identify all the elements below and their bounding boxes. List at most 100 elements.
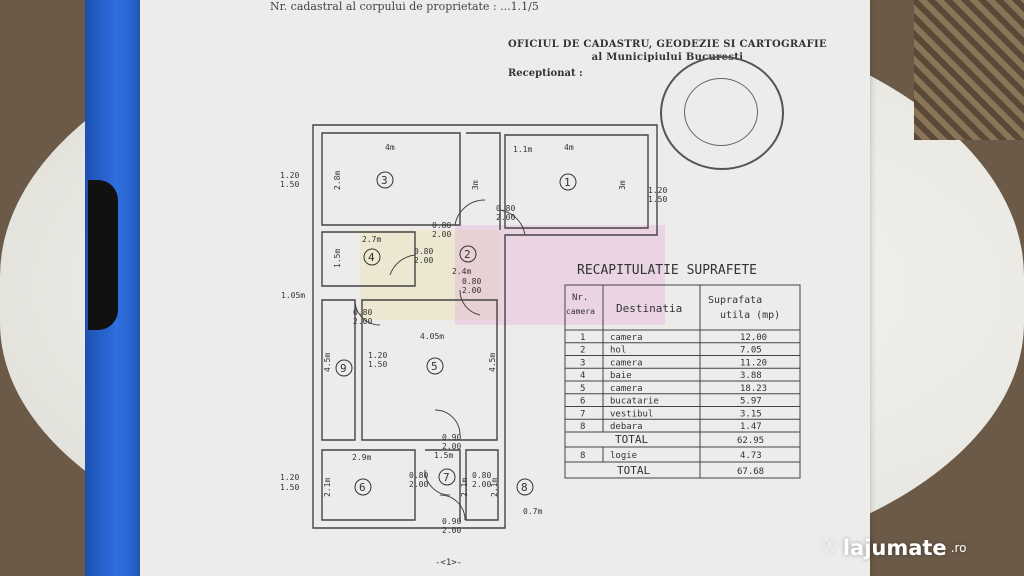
svg-text:0.80: 0.80 (432, 221, 451, 230)
door-arc (354, 299, 381, 326)
dim-r4-width: 2.7m (362, 235, 381, 244)
window-r9: 1.201.50 (368, 351, 387, 369)
door-r3: 0.802.00 (432, 221, 451, 239)
svg-text:2.00: 2.00 (462, 286, 481, 295)
svg-text:1.20: 1.20 (648, 186, 667, 195)
page-footer-mark: -<1>- (435, 558, 462, 568)
dim-r4-height: 1.5m (333, 249, 342, 268)
row-number: 3 (580, 358, 585, 368)
stamp-emblem (684, 78, 758, 146)
dim-r8-width: 0.7m (523, 507, 542, 516)
watermark-brand: lajumate (842, 536, 947, 560)
dim-r6-height: 2.1m (323, 478, 332, 497)
row-area: 12.00 (740, 333, 767, 343)
svg-text:0.80: 0.80 (414, 247, 433, 256)
doors (354, 199, 526, 521)
room-2-label: 2 (464, 248, 471, 261)
dim-r5-width: 4.05m (420, 332, 444, 341)
dim-r3-width: 4m (385, 143, 395, 152)
svg-text:1.20: 1.20 (280, 171, 299, 180)
row-area: 3.88 (740, 371, 762, 381)
room-4-label: 4 (368, 251, 375, 264)
row-destination: hol (610, 346, 626, 356)
window-left-top: 1.201.50 (280, 171, 299, 189)
svg-text:1.20: 1.20 (368, 351, 387, 360)
svg-text:1.50: 1.50 (280, 180, 299, 189)
summary-table: RECAPITULATIE SUPRAFETE Nr. camera Desti… (564, 263, 801, 479)
dim-hall-width: 1.1m (513, 145, 532, 154)
svg-text:2.00: 2.00 (432, 230, 451, 239)
row-area: 3.15 (740, 409, 762, 419)
overlay-logo-yellow (360, 230, 500, 320)
dim-hall-height: 3m (471, 180, 480, 190)
svg-text:0.80: 0.80 (409, 471, 428, 480)
row-number: 6 (580, 397, 585, 407)
total2-label: TOTAL (617, 464, 650, 477)
door-r8: 0.802.00 (472, 471, 491, 489)
watermark-tld: .ro (950, 541, 967, 555)
door-r6: 0.802.00 (409, 471, 428, 489)
svg-text:1.50: 1.50 (368, 360, 387, 369)
header-destination: Destinatia (616, 302, 682, 315)
room-5-label: 5 (431, 360, 438, 373)
office-line-2: al Municipiului Bucuresti (591, 52, 744, 63)
received-label: Receptionat : (508, 68, 583, 79)
door-arc (439, 494, 466, 521)
svg-text:2.00: 2.00 (442, 526, 461, 535)
official-stamp (660, 56, 784, 170)
door-r9: 0.802.00 (353, 308, 372, 326)
dim-r1-height: 3m (618, 180, 627, 190)
walls (312, 124, 658, 529)
row-number: 7 (580, 409, 585, 419)
header-area-unit: utila (mp) (720, 310, 780, 321)
svg-text:0.80: 0.80 (353, 308, 372, 317)
door-r1: 0.802.00 (496, 204, 515, 222)
cadastral-number-line: Nr. cadastral al corpului de proprietate… (270, 0, 539, 13)
lajumate-watermark: ♡ lajumate.ro (820, 536, 967, 560)
total2-value: 67.68 (737, 467, 764, 477)
office-heading: OFICIUL DE CADASTRU, GEODEZIE SI CARTOGR… (508, 38, 827, 64)
door-entrance: 0.902.00 (442, 517, 461, 535)
room-1-label: 1 (564, 176, 571, 189)
room-9-label: 9 (340, 362, 347, 375)
row-destination: debara (610, 422, 643, 432)
heart-icon: ♡ (820, 536, 839, 560)
door-arc (459, 289, 481, 316)
extra-row-area: 4.73 (740, 451, 762, 461)
svg-text:2.00: 2.00 (442, 442, 461, 451)
background-rug (914, 0, 1024, 140)
row-destination: bucatarie (610, 397, 659, 407)
room-3-label: 3 (381, 174, 388, 187)
row-area: 1.47 (740, 422, 762, 432)
dim-r7-height: 2.1m (460, 478, 469, 497)
header-area: Suprafata (708, 295, 762, 306)
dim-r9-height: 4.5m (323, 353, 332, 372)
header-camera: camera (566, 307, 595, 316)
door-r5: 0.802.00 (462, 277, 481, 295)
row-destination: baie (610, 371, 632, 381)
svg-text:2.00: 2.00 (414, 256, 433, 265)
total1-value: 62.95 (737, 436, 764, 446)
dim-r2-width: 2.4m (452, 267, 471, 276)
dim-r1-width: 4m (564, 143, 574, 152)
dim-r3-height: 2.8m (333, 171, 342, 190)
row-area: 5.97 (740, 397, 762, 407)
door-arc (424, 469, 451, 496)
total1-label: TOTAL (615, 433, 648, 446)
room-8-label: 8 (521, 481, 528, 494)
dim-r5-height: 4.5m (488, 353, 497, 372)
row-number: 8 (580, 422, 585, 432)
window-right: 1.201.50 (648, 186, 667, 204)
svg-text:0.90: 0.90 (442, 433, 461, 442)
door-arc (389, 254, 416, 276)
svg-text:0.80: 0.80 (462, 277, 481, 286)
svg-text:0.90: 0.90 (442, 517, 461, 526)
dim-left-width: 1.05m (281, 291, 305, 300)
row-destination: camera (610, 333, 643, 343)
row-area: 18.23 (740, 384, 767, 394)
door-r4: 0.802.00 (414, 247, 433, 265)
svg-text:0.80: 0.80 (496, 204, 515, 213)
dim-r7-width: 1.5m (434, 451, 453, 460)
row-number: 5 (580, 384, 585, 394)
